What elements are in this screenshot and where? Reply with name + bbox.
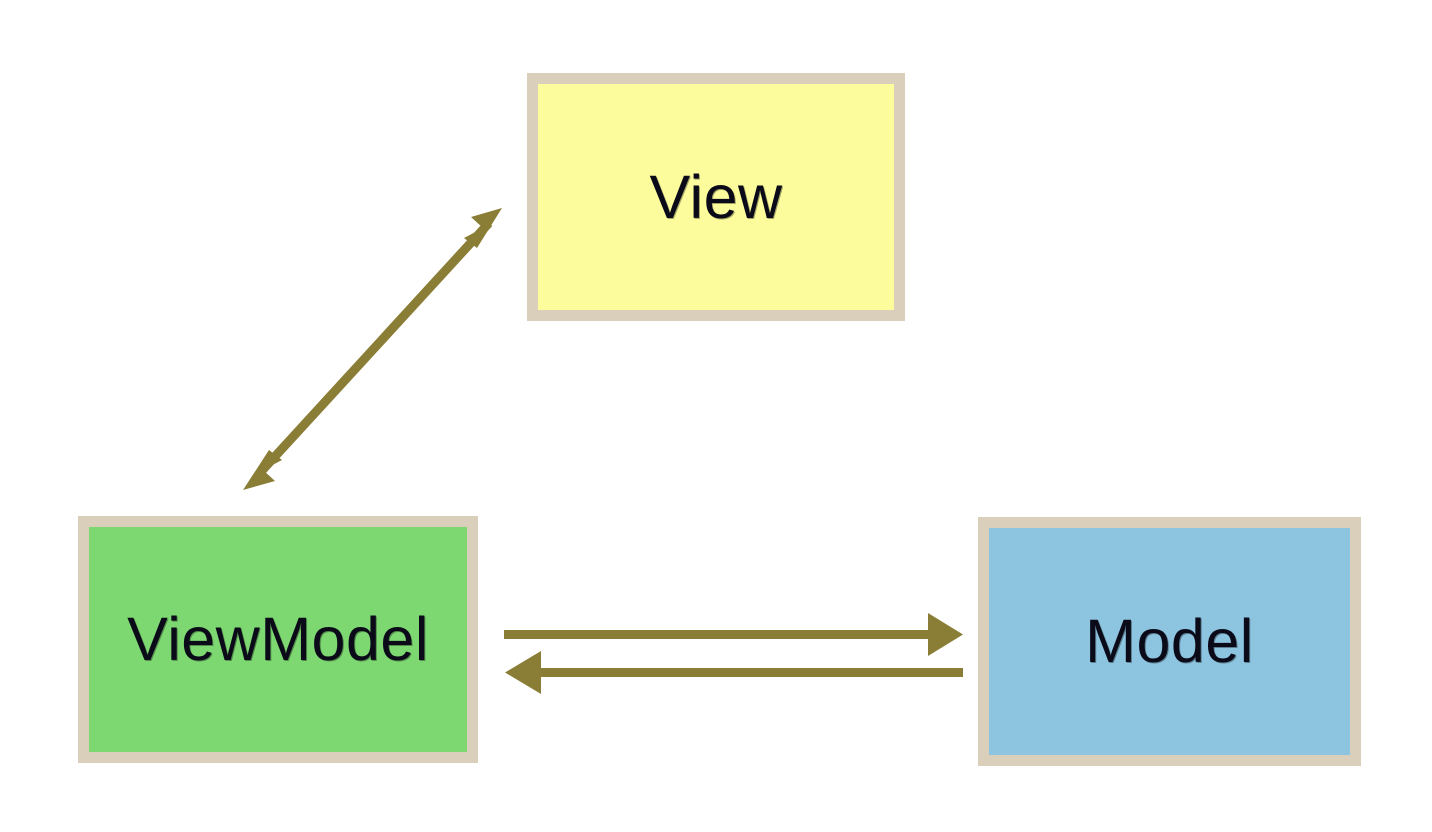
edge-viewmodel-model [504, 613, 963, 656]
edge-view-viewmodel-head-up [464, 208, 502, 248]
node-viewmodel[interactable]: ViewModel [78, 516, 478, 763]
edge-viewmodel-model-shaft [504, 630, 936, 639]
node-view[interactable]: View [527, 73, 905, 321]
edge-view-viewmodel-shaft [254, 219, 493, 479]
node-view-label: View [649, 162, 783, 231]
edge-model-viewmodel-head [505, 651, 541, 694]
node-model-label: Model [1085, 607, 1254, 675]
node-viewmodel-label: ViewModel [127, 605, 429, 673]
edge-view-viewmodel-head-down [243, 450, 282, 490]
edge-viewmodel-model-head [928, 613, 963, 656]
edge-model-viewmodel-shaft [540, 668, 963, 677]
node-model[interactable]: Model [978, 517, 1361, 766]
edge-model-viewmodel [505, 651, 963, 694]
edge-view-viewmodel [243, 208, 502, 490]
